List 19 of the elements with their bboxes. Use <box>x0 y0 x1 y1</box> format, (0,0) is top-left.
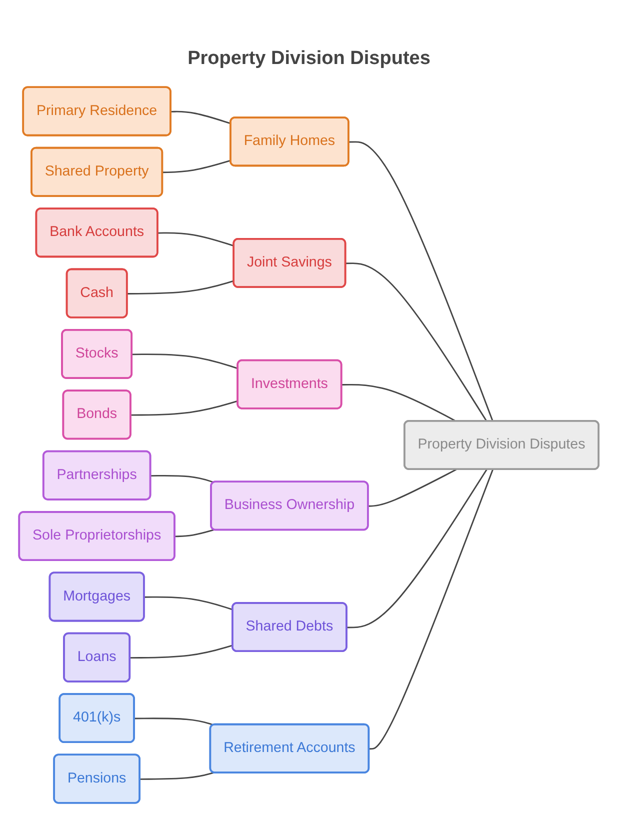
connector <box>127 280 234 294</box>
connector <box>162 160 232 174</box>
connector <box>347 469 488 628</box>
connector <box>132 354 238 370</box>
connector <box>144 596 234 610</box>
connector <box>171 110 232 124</box>
connector <box>130 644 234 659</box>
title: Property Division Disputes <box>186 48 432 70</box>
connector <box>150 474 214 484</box>
connector <box>369 469 494 750</box>
connector <box>349 141 494 422</box>
connector <box>175 529 214 538</box>
connector <box>140 772 214 780</box>
connector <box>368 468 457 507</box>
connector <box>134 718 214 726</box>
connector <box>158 232 234 247</box>
connector <box>131 400 238 416</box>
connector <box>342 384 457 422</box>
connector <box>346 262 488 422</box>
